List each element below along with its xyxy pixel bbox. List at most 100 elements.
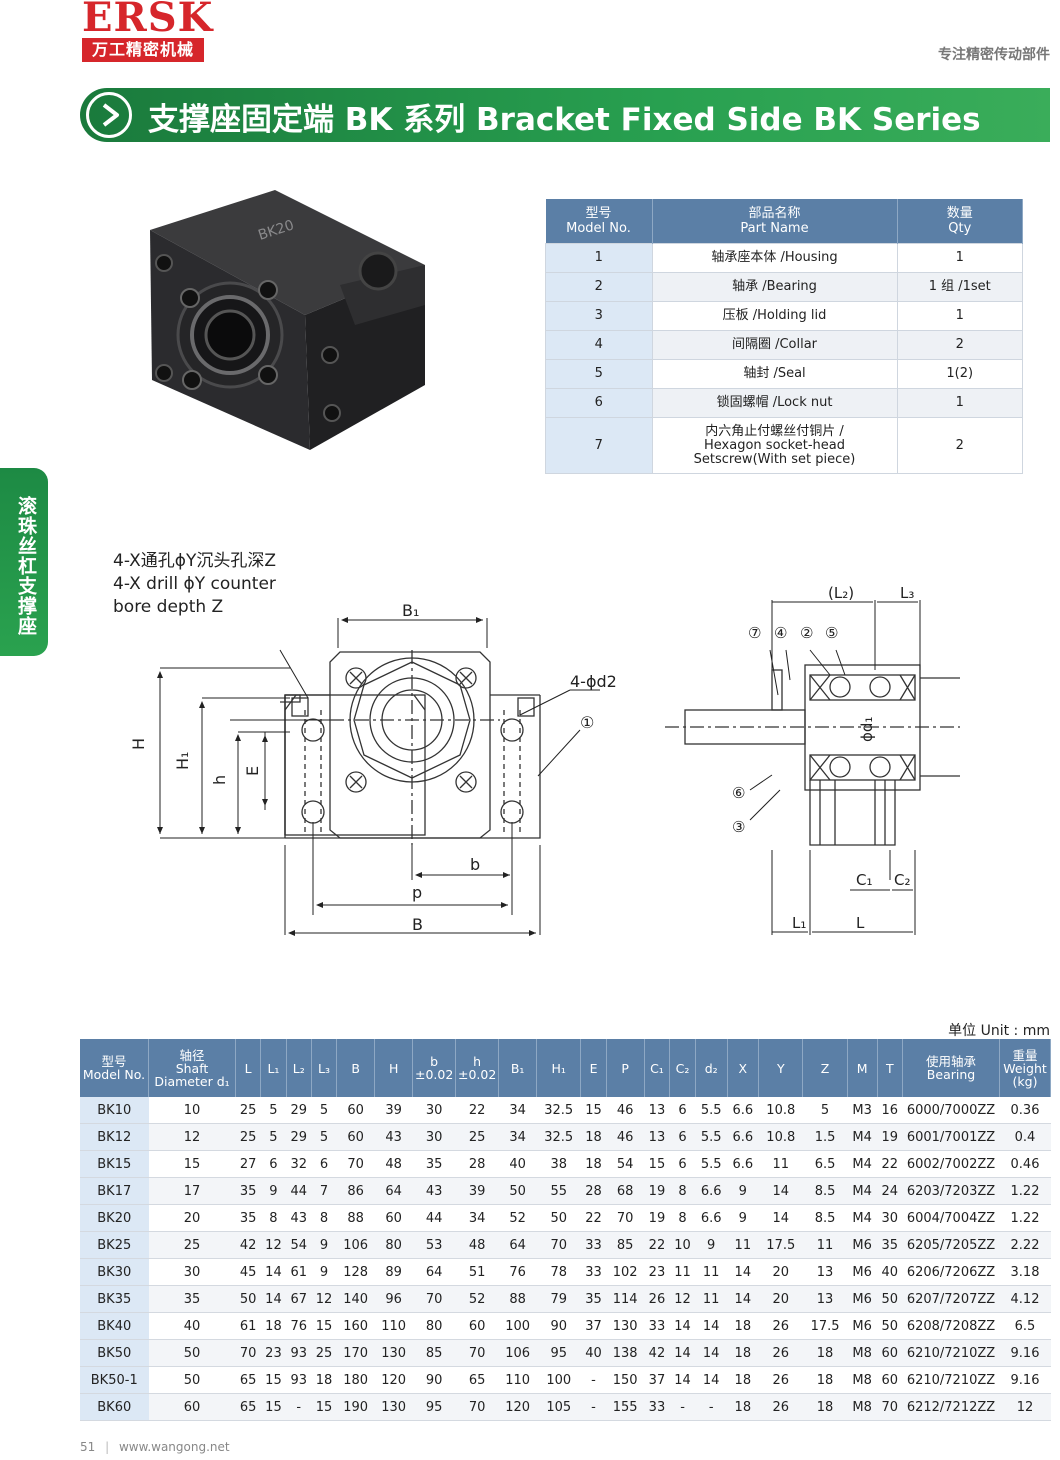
table-cell: 35 bbox=[580, 1285, 607, 1313]
table-cell: 70 bbox=[336, 1150, 375, 1178]
table-cell: 6.6 bbox=[695, 1204, 727, 1232]
table-cell: 5 bbox=[260, 1097, 287, 1124]
table-cell: 106 bbox=[498, 1339, 537, 1367]
table-cell: 114 bbox=[606, 1285, 645, 1313]
table-cell: 40 bbox=[877, 1258, 903, 1286]
table-cell: 60 bbox=[877, 1339, 903, 1367]
table-cell: 90 bbox=[536, 1312, 581, 1340]
label-l3: L₃ bbox=[900, 584, 914, 602]
table-cell: 14 bbox=[695, 1366, 727, 1394]
table-cell: 39 bbox=[374, 1097, 413, 1124]
table-cell: 32.5 bbox=[536, 1097, 581, 1124]
col-b: B bbox=[336, 1039, 376, 1097]
table-cell: 8 bbox=[669, 1177, 696, 1205]
table-cell: 38 bbox=[536, 1150, 581, 1178]
table-cell: 1.22 bbox=[999, 1204, 1051, 1232]
table-cell: 6 bbox=[669, 1123, 696, 1151]
table-cell: 43 bbox=[374, 1123, 413, 1151]
table-cell: 93 bbox=[286, 1366, 312, 1394]
table-cell: 15 bbox=[260, 1393, 287, 1421]
label-b-small: b bbox=[470, 855, 480, 874]
cell-model: BK15 bbox=[80, 1150, 149, 1178]
table-cell: 25 bbox=[235, 1123, 261, 1151]
label-callout-3: ③ bbox=[732, 818, 745, 836]
table-cell: 130 bbox=[374, 1393, 413, 1421]
table-cell: 25 bbox=[235, 1097, 261, 1124]
cell-model: BK12 bbox=[80, 1123, 149, 1151]
table-cell: 14 bbox=[727, 1258, 759, 1286]
table-cell: 14 bbox=[669, 1366, 696, 1394]
table-cell: 25 bbox=[311, 1339, 337, 1367]
table-cell: 33 bbox=[580, 1258, 607, 1286]
table-cell: 33 bbox=[580, 1231, 607, 1259]
table-cell: 110 bbox=[498, 1366, 537, 1394]
table-cell: 65 bbox=[235, 1366, 261, 1394]
table-cell: 18 bbox=[727, 1366, 759, 1394]
table-cell: 30 bbox=[877, 1204, 903, 1232]
cell-model: BK40 bbox=[80, 1312, 149, 1340]
table-cell: 37 bbox=[580, 1312, 607, 1340]
drill-note: 4-X通孔ϕY沉头孔深Z 4-X drill ϕY counter bore d… bbox=[113, 551, 276, 617]
col-p: P bbox=[606, 1039, 645, 1097]
label-h-lower: h bbox=[210, 775, 229, 785]
table-cell: 26 bbox=[758, 1312, 803, 1340]
table-cell: 8 bbox=[260, 1204, 287, 1232]
table-cell: 9.16 bbox=[999, 1339, 1051, 1367]
table-cell: 33 bbox=[644, 1393, 670, 1421]
table-cell: 37 bbox=[644, 1366, 670, 1394]
table-cell: 9 bbox=[727, 1204, 759, 1232]
label-b1: B₁ bbox=[402, 601, 419, 620]
table-cell: 64 bbox=[412, 1258, 456, 1286]
table-cell: 140 bbox=[336, 1285, 375, 1313]
table-cell: 102 bbox=[606, 1258, 645, 1286]
table-cell: 17.5 bbox=[802, 1312, 848, 1340]
table-cell: 42 bbox=[644, 1339, 670, 1367]
table-cell: 120 bbox=[498, 1393, 537, 1421]
table-cell: 6002/7002ZZ bbox=[902, 1150, 1000, 1178]
table-cell: 29 bbox=[286, 1123, 312, 1151]
label-callout-2: ② bbox=[800, 624, 813, 642]
cell-model: BK25 bbox=[80, 1231, 149, 1259]
table-cell: 12 bbox=[148, 1123, 236, 1151]
table-cell: 46 bbox=[606, 1097, 645, 1124]
table-cell: 155 bbox=[606, 1393, 645, 1421]
table-cell: 26 bbox=[758, 1339, 803, 1367]
table-cell: 23 bbox=[644, 1258, 670, 1286]
table-cell: 15 bbox=[644, 1150, 670, 1178]
table-cell: 18 bbox=[727, 1393, 759, 1421]
cell-model: BK35 bbox=[80, 1285, 149, 1313]
table-cell: 70 bbox=[455, 1393, 499, 1421]
table-cell: 18 bbox=[260, 1312, 287, 1340]
table-cell: 80 bbox=[374, 1231, 413, 1259]
product-photo: BK20 bbox=[150, 190, 425, 450]
table-cell: 17.5 bbox=[758, 1231, 803, 1259]
col-l1: L₁ bbox=[260, 1039, 287, 1097]
table-cell: 60 bbox=[877, 1366, 903, 1394]
table-cell: 14 bbox=[727, 1285, 759, 1313]
table-cell: 22 bbox=[644, 1231, 670, 1259]
table-cell: 70 bbox=[412, 1285, 456, 1313]
table-cell: M6 bbox=[847, 1312, 878, 1340]
table-cell: 12 bbox=[669, 1285, 696, 1313]
table-cell: 6.5 bbox=[999, 1312, 1051, 1340]
table-cell: 16 bbox=[877, 1097, 903, 1124]
table-cell: 5.5 bbox=[695, 1097, 727, 1124]
table-cell: 40 bbox=[580, 1339, 607, 1367]
table-cell: 7 bbox=[311, 1177, 337, 1205]
table-cell: 60 bbox=[455, 1312, 499, 1340]
table-cell: 52 bbox=[455, 1285, 499, 1313]
table-cell: 160 bbox=[336, 1312, 375, 1340]
table-cell: 5.5 bbox=[695, 1150, 727, 1178]
table-cell: 1.22 bbox=[999, 1177, 1051, 1205]
table-cell: 14 bbox=[695, 1312, 727, 1340]
col-c1: C₁ bbox=[644, 1039, 671, 1097]
